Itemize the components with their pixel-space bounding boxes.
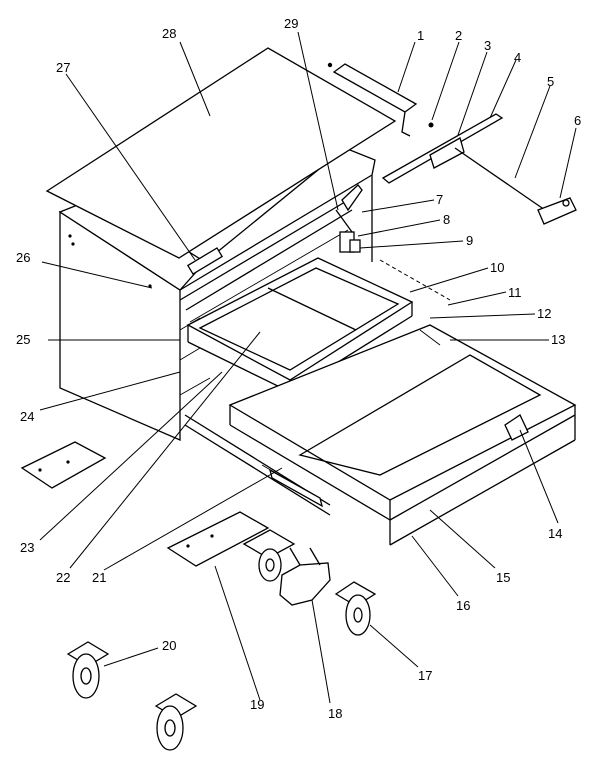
part-number-labels: 1 2 3 4 5 6 7 8 9 10 11 12 13 14 15 16 1… <box>16 16 581 721</box>
part-label-1: 1 <box>417 28 424 43</box>
part-label-21: 21 <box>92 570 106 585</box>
part-label-26: 26 <box>16 250 30 265</box>
leader-lines <box>39 31 577 704</box>
base-plates <box>20 441 270 567</box>
part-label-18: 18 <box>328 706 342 721</box>
part-label-23: 23 <box>20 540 34 555</box>
part-label-10: 10 <box>490 260 504 275</box>
caster-bracket <box>279 547 331 606</box>
part-label-16: 16 <box>456 598 470 613</box>
part-label-6: 6 <box>574 113 581 128</box>
caster-right <box>334 581 377 636</box>
part-label-3: 3 <box>484 38 491 53</box>
caster-center-left <box>242 529 296 582</box>
part-label-13: 13 <box>551 332 565 347</box>
part-label-22: 22 <box>56 570 70 585</box>
part-label-12: 12 <box>537 306 551 321</box>
part-label-24: 24 <box>20 409 34 424</box>
part-label-15: 15 <box>496 570 510 585</box>
part-label-9: 9 <box>466 233 473 248</box>
part-label-29: 29 <box>284 16 298 31</box>
slide-rail <box>381 113 504 184</box>
screw <box>428 122 434 128</box>
part-label-4: 4 <box>514 50 521 65</box>
part-label-19: 19 <box>250 697 264 712</box>
caster-left-lower <box>154 693 198 751</box>
part-label-5: 5 <box>547 74 554 89</box>
cabinet-body <box>58 147 376 441</box>
lock-rod <box>454 147 577 225</box>
part-label-17: 17 <box>418 668 432 683</box>
part-label-28: 28 <box>162 26 176 41</box>
part-label-11: 11 <box>508 285 522 300</box>
part-label-20: 20 <box>162 638 176 653</box>
part-label-25: 25 <box>16 332 30 347</box>
drawer-slides <box>184 414 331 516</box>
caster-left-upper <box>66 641 110 699</box>
drawer-latch <box>504 414 529 441</box>
part-label-7: 7 <box>436 192 443 207</box>
lower-drawer <box>228 324 577 546</box>
drawer-handle-top <box>186 247 224 275</box>
open-tray <box>186 257 451 393</box>
part-label-27: 27 <box>56 60 70 75</box>
part-label-8: 8 <box>443 212 450 227</box>
side-handle <box>327 62 418 137</box>
part-label-2: 2 <box>455 28 462 43</box>
part-label-14: 14 <box>548 526 562 541</box>
latch-assembly <box>335 184 363 253</box>
top-panel <box>45 47 397 259</box>
